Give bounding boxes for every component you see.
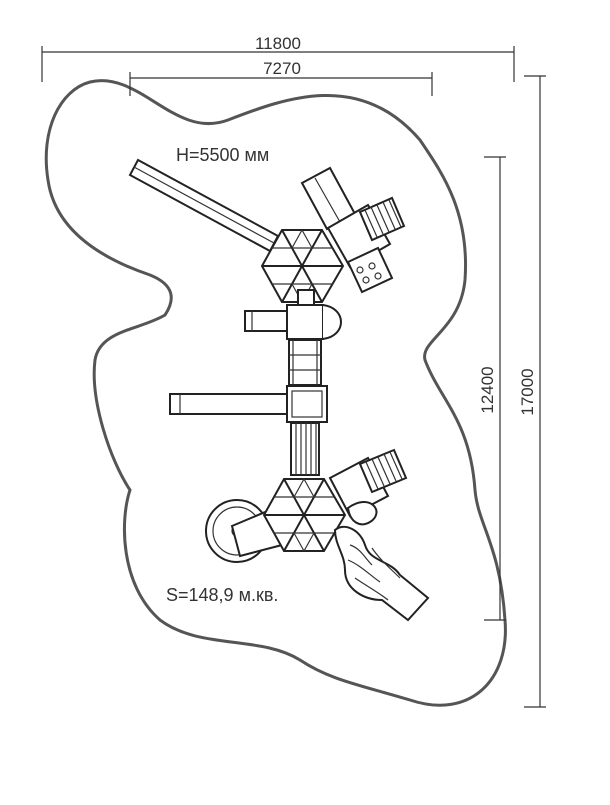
lower-right-deck (328, 448, 408, 526)
area-label: S=148,9 м.кв. (166, 585, 278, 605)
dim-inner-width-label: 7270 (263, 59, 301, 78)
middle-ladder (290, 422, 320, 476)
dim-overall-height-label: 17000 (518, 368, 537, 415)
dim-inner-height-label: 12400 (478, 366, 497, 413)
dim-overall-width: 11800 (41, 34, 515, 82)
dim-overall-height: 17000 (518, 75, 546, 708)
dim-overall-width-label: 11800 (255, 34, 301, 53)
tube-slide (333, 525, 430, 622)
safety-zone-outline (44, 79, 507, 707)
upper-right-deck (326, 196, 406, 294)
upper-platform (244, 289, 342, 340)
middle-platform (169, 385, 328, 423)
height-label: H=5500 мм (176, 145, 269, 165)
lower-hexagon-tower (262, 478, 347, 552)
dim-inner-height: 12400 (478, 156, 506, 621)
dim-inner-width: 7270 (129, 59, 433, 96)
connecting-bridge (288, 339, 322, 386)
